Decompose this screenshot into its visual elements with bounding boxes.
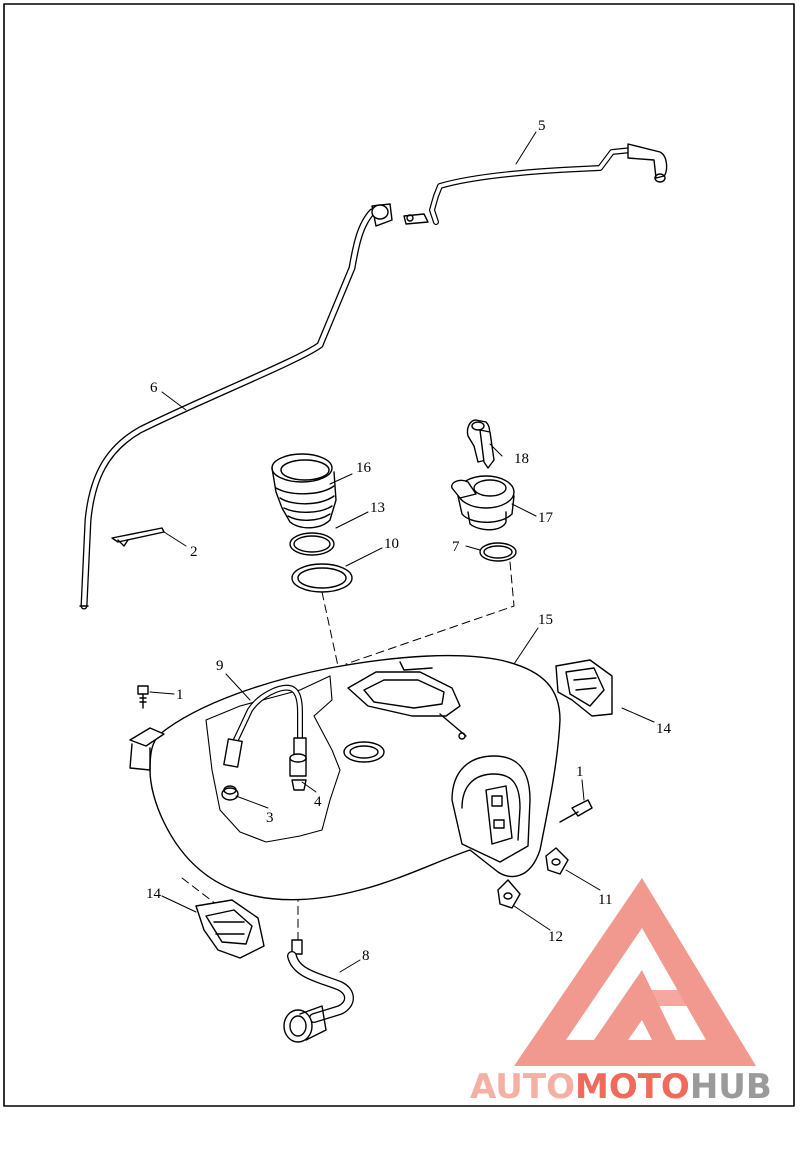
- callout-2: 2: [190, 544, 198, 560]
- callout-8: 8: [362, 948, 370, 964]
- callout-10: 10: [384, 536, 399, 552]
- svg-text:AUTOMOTOHUB: AUTOMOTOHUB: [470, 1067, 772, 1107]
- screw-1a: [137, 685, 149, 709]
- callout-18: 18: [514, 451, 529, 467]
- watermark-logo: [514, 878, 756, 1066]
- callout-4: 4: [314, 794, 322, 810]
- callout-1-left: 1: [176, 687, 184, 703]
- callout-1-right: 1: [576, 764, 584, 780]
- callout-5: 5: [538, 118, 546, 134]
- watermark-hub: HUB: [690, 1067, 772, 1107]
- screw-1b: [559, 799, 593, 823]
- gasket-10: [291, 563, 353, 593]
- grommet-12: [497, 879, 521, 909]
- watermark-moto: MOTO: [575, 1067, 690, 1107]
- leader-lines: [149, 131, 655, 973]
- fuel-cap-16: [271, 453, 337, 529]
- o-ring-13: [289, 532, 335, 556]
- callout-9: 9: [216, 658, 224, 674]
- grommet-11: [545, 847, 569, 875]
- callout-3: 3: [266, 810, 274, 826]
- callout-17: 17: [538, 510, 554, 526]
- fuel-tank-15: [149, 654, 561, 901]
- medallion-14-right: [555, 659, 613, 717]
- callout-6: 6: [150, 380, 158, 396]
- fitting-3: [221, 785, 239, 801]
- bracket-left: [129, 727, 165, 771]
- locking-cap-17: [451, 475, 515, 531]
- callout-12: 12: [548, 929, 563, 945]
- valve-4: [289, 753, 307, 791]
- vent-hose-6: [79, 208, 376, 610]
- callout-14-left: 14: [146, 886, 162, 902]
- o-ring-7: [479, 542, 517, 562]
- fuel-hose-8: [283, 939, 354, 1043]
- keys-18: [466, 419, 495, 469]
- watermark-auto: AUTO: [470, 1067, 575, 1107]
- callout-7: 7: [452, 539, 460, 555]
- callout-15: 15: [538, 612, 553, 628]
- vent-hose-5: [371, 143, 668, 227]
- watermark-text: AUTOMOTOHUB: [470, 1067, 772, 1107]
- diagram-frame: [3, 3, 795, 1107]
- callout-13: 13: [370, 500, 385, 516]
- callout-11: 11: [598, 892, 612, 908]
- callout-16: 16: [356, 460, 372, 476]
- medallion-14-left: [195, 899, 265, 959]
- cable-tie-2: [111, 527, 165, 547]
- callout-14-right: 14: [656, 721, 672, 737]
- callout-labels: 5 6 2 16 13 10 18 17 7 15 9 1 14 1 3 4 1…: [146, 118, 672, 964]
- fuel-line-9: [223, 684, 307, 768]
